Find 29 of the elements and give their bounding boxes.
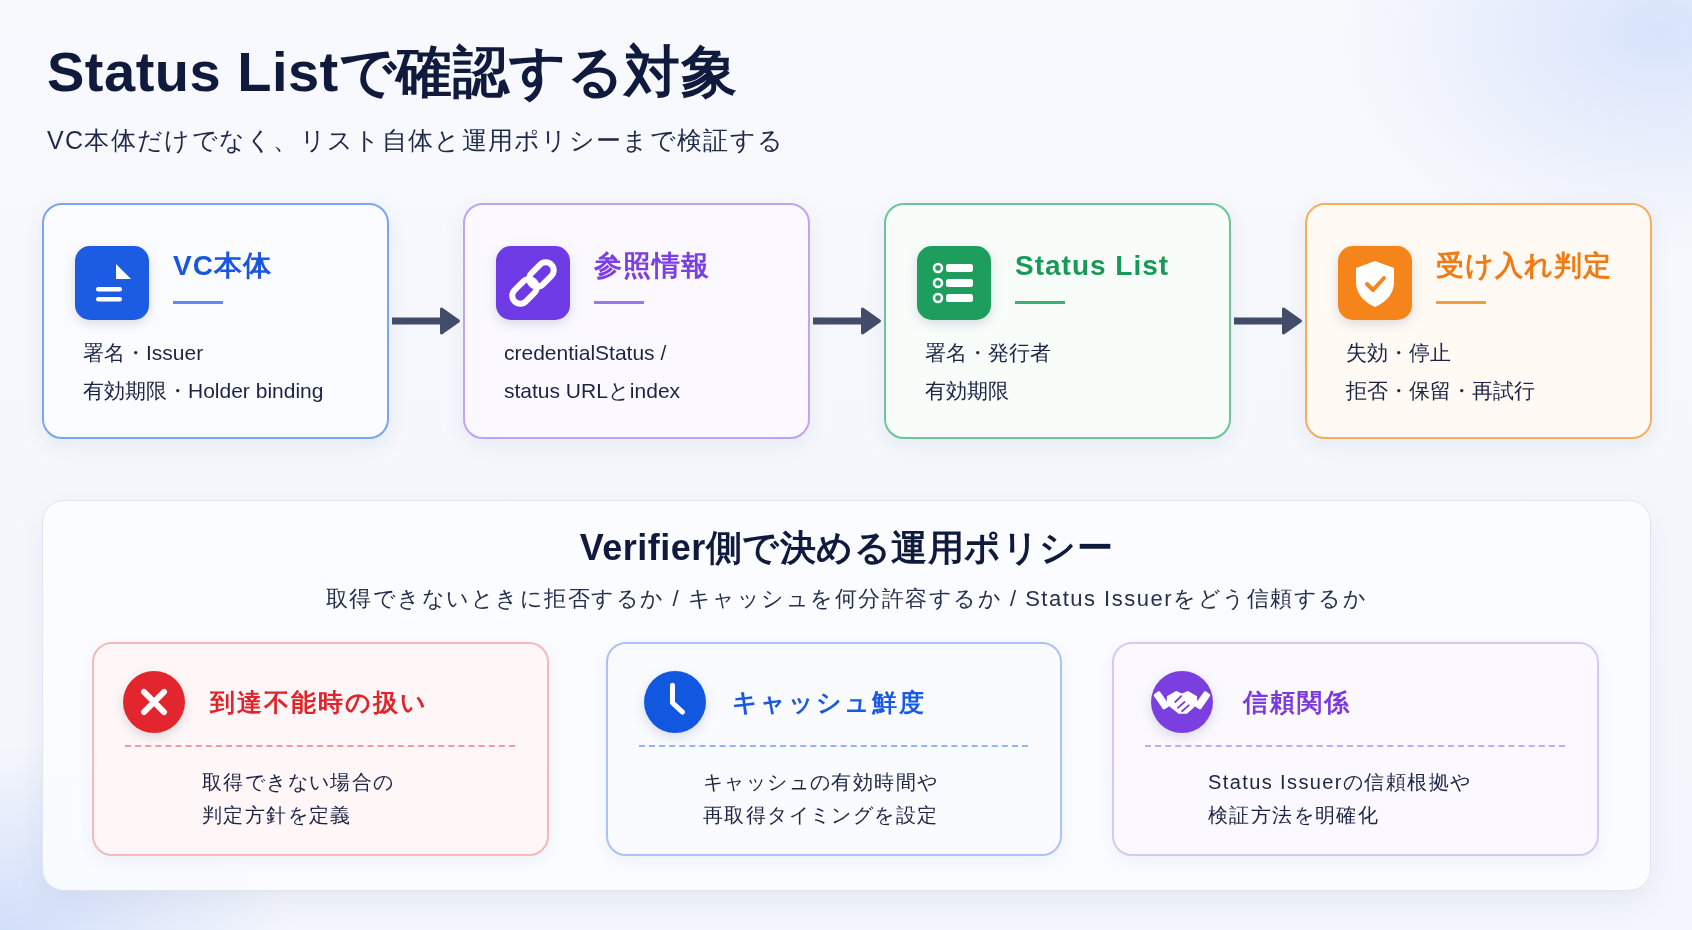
card-text: 有効期限・Holder binding <box>83 378 324 404</box>
panel-subtitle: 取得できないときに拒否するか / キャッシュを何分許容するか / Status Issuerをどう信頼するか <box>325 585 1368 613</box>
subtitle: VC本体だけでなく、リスト自体と運用ポリシーまで検証する <box>47 125 785 156</box>
step-card <box>42 203 389 439</box>
title: Status Listで確認する対象 <box>47 39 738 105</box>
card-text: Status Issuerの信頼根拠や検証方法を明確化 <box>1208 770 1473 828</box>
card-text: 取得できない場合の判定方針を定義 <box>202 770 396 828</box>
card-text: キャッシュの有効時間や再取得タイミングを設定 <box>703 770 940 828</box>
policy-card <box>606 642 1062 856</box>
card-text: 失効・停止 <box>1346 340 1451 366</box>
card-text: 拒否・保留・再試行 <box>1346 378 1535 404</box>
step-card <box>463 203 810 439</box>
card-heading: キャッシュ鮮度 <box>732 687 926 718</box>
panel-heading: Verifier側で決める運用ポリシー <box>579 526 1114 570</box>
card-heading: 受け入れ判定 <box>1436 249 1612 283</box>
step-card <box>884 203 1231 439</box>
card-heading: 信頼関係 <box>1243 687 1351 718</box>
card-text: 署名・Issuer <box>83 340 204 366</box>
policy-card <box>1112 642 1599 856</box>
card-heading: 参照情報 <box>594 249 710 283</box>
card-heading: 到達不能時の扱い <box>210 687 428 718</box>
card-heading: Status List <box>1015 249 1170 283</box>
card-heading: VC本体 <box>173 249 272 283</box>
policy-card <box>92 642 549 856</box>
card-text: 有効期限 <box>925 378 1009 404</box>
policy-panel <box>42 500 1651 891</box>
card-text: credentialStatus / status URLとindex <box>504 340 682 404</box>
step-card <box>1305 203 1652 439</box>
card-text: 署名・発行者 <box>925 340 1051 366</box>
